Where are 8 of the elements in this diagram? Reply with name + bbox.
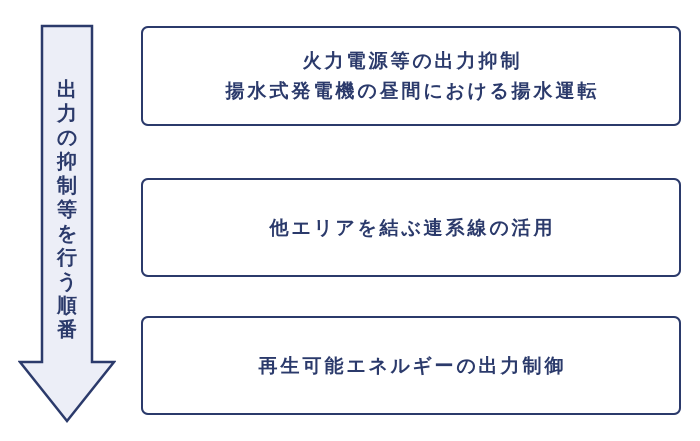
step-box xyxy=(141,26,681,126)
step-box xyxy=(141,178,681,277)
step-text: 再生可能エネルギーの出力制御 xyxy=(258,354,566,378)
step-box xyxy=(141,316,681,415)
arrow-label: 出力の抑制等を行う順番 xyxy=(56,77,78,341)
step-text: 火力電源等の出力抑制 xyxy=(302,49,522,74)
step-text: 揚水式発電機の昼間における揚水運転 xyxy=(224,79,600,104)
step-text: 他エリアを結ぶ連系線の活用 xyxy=(268,216,556,240)
